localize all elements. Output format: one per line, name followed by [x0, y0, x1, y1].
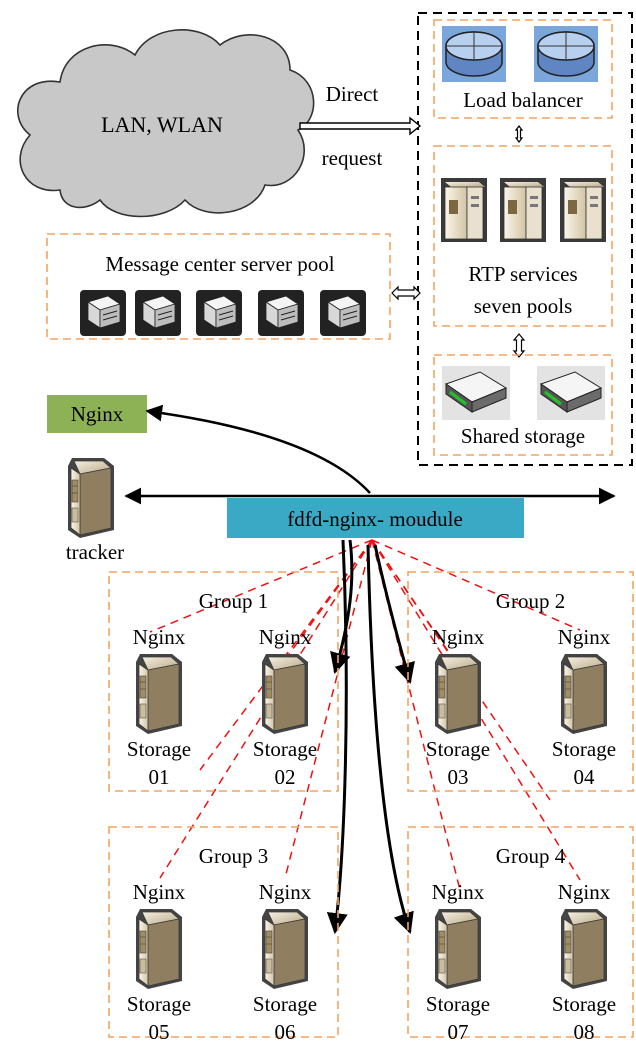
- node-storage-label: Storage: [552, 992, 616, 1016]
- module-to-storage-arrows: [326, 539, 415, 935]
- node-nginx-label: Nginx: [432, 625, 485, 649]
- message-server-icon: [79, 289, 127, 337]
- group-box: [108, 826, 339, 1038]
- group-box: [108, 571, 339, 792]
- direct-request-label-line1: Direct: [326, 82, 379, 106]
- direct-request-arrow-icon: [299, 116, 422, 136]
- group-title: Group 2: [496, 589, 565, 613]
- node-nginx-label: Nginx: [259, 625, 312, 649]
- node-storage-id: 07: [448, 1020, 469, 1043]
- node-nginx-label: Nginx: [133, 880, 186, 904]
- message-server-icon: [195, 289, 243, 337]
- node-storage-id: 02: [275, 765, 296, 789]
- node-storage-label: Storage: [127, 992, 191, 1016]
- nginx-top-box: [47, 395, 147, 433]
- group-title: Group 1: [199, 589, 268, 613]
- nginx-top-label: Nginx: [71, 402, 124, 426]
- storage-server-icon: [560, 908, 608, 990]
- group-title: Group 4: [496, 844, 566, 868]
- load-balancer-label: Load balancer: [463, 88, 583, 112]
- node-nginx-label: Nginx: [432, 880, 485, 904]
- message-server-icon: [134, 289, 182, 337]
- tracker-server-icon: [67, 457, 115, 539]
- fdfs-nginx-module-label: fdfd-nginx- moudule: [287, 507, 463, 531]
- double-arrow-icon: [391, 285, 421, 301]
- storage-server-icon: [261, 908, 309, 990]
- load-balancer-box: [433, 19, 613, 119]
- fdfs-nginx-module-box: [227, 498, 524, 538]
- rtp-server-icon: [499, 177, 547, 243]
- storage-server-icon: [261, 653, 309, 735]
- double-arrow-icon: [514, 125, 524, 143]
- network-cloud: [17, 29, 315, 218]
- node-storage-label: Storage: [253, 992, 317, 1016]
- message-center-box: [46, 233, 391, 340]
- direct-request-label-line2: request: [322, 146, 383, 170]
- node-storage-id: 05: [149, 1020, 170, 1043]
- node-storage-label: Storage: [127, 737, 191, 761]
- node-storage-label: Storage: [426, 992, 490, 1016]
- node-nginx-label: Nginx: [558, 880, 611, 904]
- group-title: Group 3: [199, 844, 268, 868]
- node-storage-label: Storage: [253, 737, 317, 761]
- message-center-label: Message center server pool: [105, 252, 334, 276]
- node-storage-id: 06: [275, 1020, 296, 1043]
- group-box: [407, 826, 634, 1038]
- double-arrow-icon: [512, 333, 526, 358]
- node-storage-id: 08: [574, 1020, 595, 1043]
- node-nginx-label: Nginx: [558, 625, 611, 649]
- storage-server-icon: [135, 908, 183, 990]
- node-nginx-label: Nginx: [133, 625, 186, 649]
- network-label: LAN, WLAN: [101, 112, 223, 137]
- tracker-label: tracker: [66, 540, 124, 564]
- node-nginx-label: Nginx: [259, 880, 312, 904]
- rtp-services-label: RTP services: [468, 262, 577, 286]
- message-server-icon: [319, 289, 367, 337]
- rtp-services-box: [433, 145, 613, 327]
- node-storage-label: Storage: [426, 737, 490, 761]
- node-storage-id: 03: [448, 765, 469, 789]
- node-storage-id: 04: [574, 765, 596, 789]
- storage-server-icon: [434, 908, 482, 990]
- rtp-server-icon: [559, 177, 607, 243]
- node-storage-id: 01: [149, 765, 170, 789]
- shared-storage-label: Shared storage: [461, 424, 585, 448]
- storage-server-icon: [560, 653, 608, 735]
- rtp-pools-label: seven pools: [474, 294, 573, 318]
- message-server-icon: [257, 289, 305, 337]
- storage-drive-icon: [535, 364, 607, 422]
- load-balancer-disk-icon: [533, 25, 599, 83]
- infrastructure-cluster-border: [417, 12, 633, 466]
- load-balancer-disk-icon: [441, 25, 507, 83]
- shared-storage-box: [433, 354, 613, 456]
- storage-server-icon: [434, 653, 482, 735]
- storage-server-icon: [135, 653, 183, 735]
- storage-drive-icon: [440, 364, 512, 422]
- rtp-server-icon: [440, 177, 488, 243]
- node-storage-label: Storage: [552, 737, 616, 761]
- module-to-nginx-arrow: [145, 404, 371, 494]
